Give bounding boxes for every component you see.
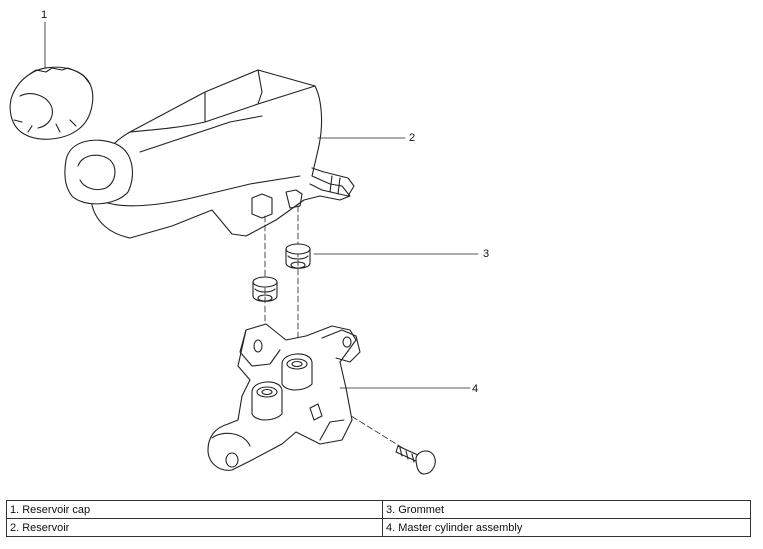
reservoir-body-part bbox=[64, 69, 355, 239]
legend-cell: 4. Master cylinder assembly bbox=[382, 518, 751, 537]
legend-cell: 2. Reservoir bbox=[6, 518, 383, 537]
mounting-bolt-part bbox=[395, 445, 436, 475]
table-row: 2. Reservoir 4. Master cylinder assembly bbox=[6, 518, 751, 537]
parts-legend-table: 1. Reservoir cap 3. Grommet 2. Reservoir… bbox=[6, 500, 751, 537]
legend-cell: 3. Grommet bbox=[382, 500, 751, 519]
reservoir-cap-part bbox=[9, 66, 94, 140]
table-row: 1. Reservoir cap 3. Grommet bbox=[6, 500, 751, 519]
master-cylinder-part bbox=[207, 323, 361, 471]
exploded-parts-diagram bbox=[9, 21, 479, 475]
legend-cell: 1. Reservoir cap bbox=[6, 500, 383, 519]
callout-number-1: 1 bbox=[41, 9, 48, 21]
grommet-lower-part bbox=[252, 276, 278, 302]
callout-number-4: 4 bbox=[472, 383, 479, 395]
grommet-upper-part bbox=[285, 243, 311, 269]
callout-number-3: 3 bbox=[483, 248, 490, 260]
callout-number-2: 2 bbox=[409, 132, 416, 144]
